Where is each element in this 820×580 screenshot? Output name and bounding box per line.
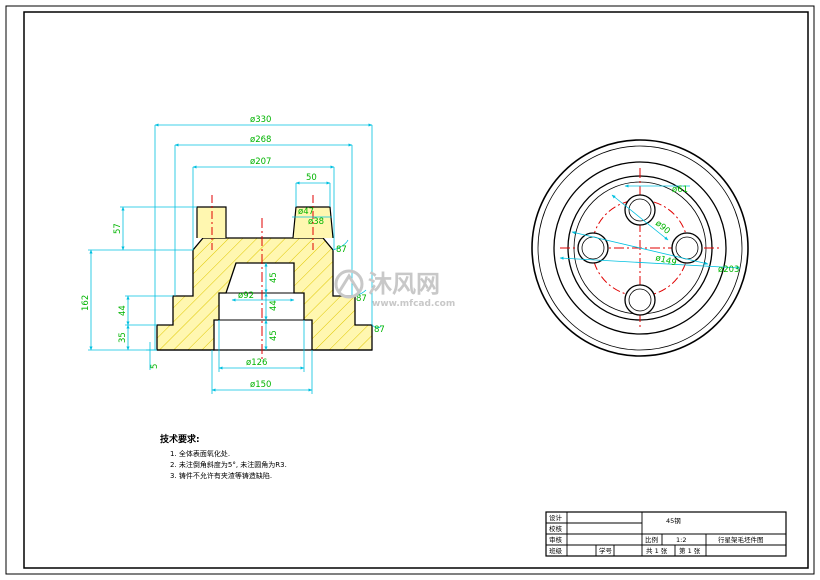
dim-height-44: 44 [118, 305, 128, 316]
dim-d47: ø47 [298, 207, 314, 217]
dim-d207: ø207 [250, 157, 271, 167]
dim-height-35: 35 [118, 332, 128, 343]
inner-border [23, 11, 809, 569]
outer-rim-inner [537, 145, 743, 351]
watermark-brand: 沐风网 [368, 270, 440, 298]
dim-inner-45-top: 45 [269, 272, 279, 283]
dim-d92: ø92 [238, 291, 254, 301]
front-section-view: ø330 ø268 ø207 50 ø47 ø38 ø92 ø126 ø150 … [81, 115, 385, 394]
title-block-material: 45钢 [666, 517, 681, 525]
tech-req-item: 1. 全体表面氧化处. [170, 449, 230, 458]
dim-angle-87-mid: 87 [356, 294, 367, 304]
title-block-student-no-label: 学号 [599, 546, 613, 555]
outer-border [5, 5, 815, 575]
title-block [545, 511, 787, 557]
watermark: 沐风网 www.mfcad.com [334, 269, 455, 309]
watermark-logo [334, 269, 364, 299]
tech-req-title: 技术要求: [160, 433, 200, 445]
tech-req-item: 2. 未注倒角斜度为5°, 未注圆角为R3. [170, 460, 287, 469]
dim-height-5: 5 [150, 364, 160, 369]
watermark-url: www.mfcad.com [372, 299, 455, 309]
dim-width-50: 50 [306, 173, 317, 183]
dim-height-57: 57 [113, 223, 123, 234]
dim-height-162: 162 [81, 295, 91, 311]
dim-angle-87-bottom: 87 [374, 325, 385, 335]
dim-d330: ø330 [250, 115, 271, 125]
title-block-sheets-total: 共 1 张 [646, 546, 668, 555]
top-view-dimension-lines [559, 184, 741, 270]
title-block-designer-label: 设计 [549, 513, 563, 522]
top-view: ø61 ø90 ø149 ø203 [531, 139, 749, 357]
dim-d38: ø38 [308, 217, 324, 227]
dim-d90: ø90 [653, 219, 672, 237]
title-block-part-name: 行星架毛坯件图 [718, 535, 764, 544]
dim-d126: ø126 [246, 358, 267, 368]
dimension-lines [88, 123, 382, 394]
technical-requirements: 技术要求: 1. 全体表面氧化处. 2. 未注倒角斜度为5°, 未注圆角为R3.… [160, 433, 287, 480]
dim-d203: ø203 [718, 265, 739, 275]
title-block-scale-value: 1:2 [676, 536, 686, 544]
outer-rim [531, 139, 749, 357]
dim-d61: ø61 [672, 185, 688, 195]
dim-d150: ø150 [250, 380, 271, 390]
title-block-scale-label: 比例 [645, 535, 658, 544]
title-block-checker-label: 校核 [549, 524, 563, 533]
title-block-sheet-number: 第 1 张 [679, 546, 701, 555]
dim-angle-87-top: 87 [336, 245, 347, 255]
flange-circle [553, 161, 727, 335]
tech-req-item: 3. 铸件不允许有夹渣等铸造缺陷. [170, 471, 272, 480]
title-block-reviewer-label: 审核 [549, 535, 563, 544]
dim-d268: ø268 [250, 135, 271, 145]
dim-inner-44: 44 [269, 300, 279, 311]
title-block-class-label: 班级 [549, 546, 563, 555]
dim-inner-45-bottom: 45 [269, 330, 279, 341]
